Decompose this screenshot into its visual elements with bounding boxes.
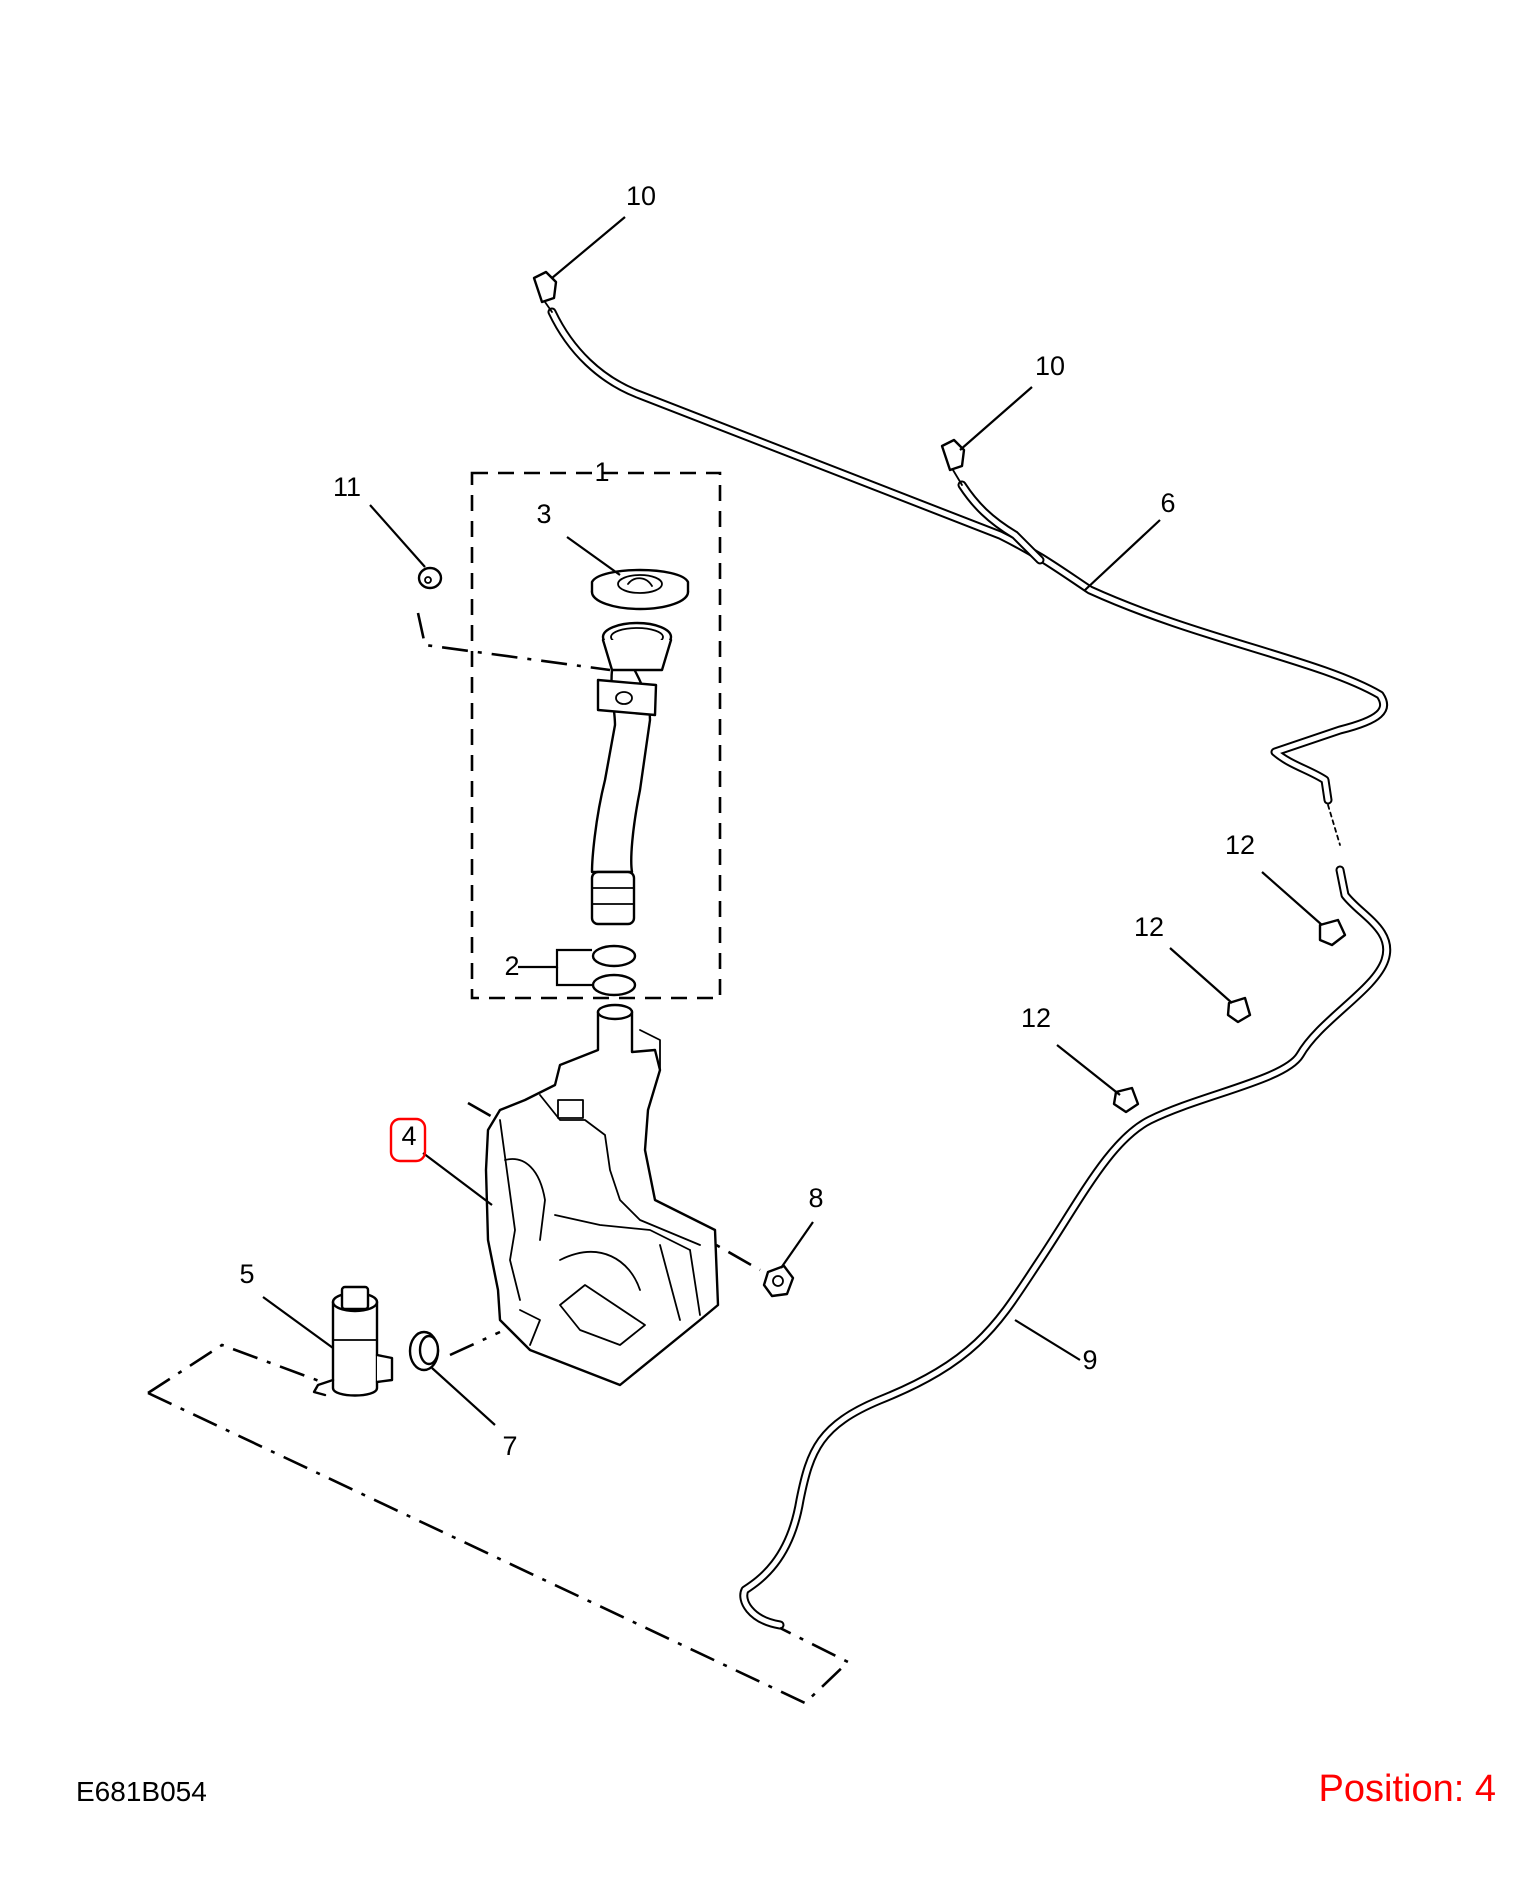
reference-line-pump bbox=[147, 1343, 331, 1395]
o-rings bbox=[591, 944, 637, 997]
callout-5: 5 bbox=[239, 1259, 254, 1289]
reference-line-grommet bbox=[449, 1330, 501, 1357]
washer-jet-upper bbox=[532, 270, 558, 313]
callout-3: 3 bbox=[536, 499, 551, 529]
callout-4: 4 bbox=[401, 1121, 416, 1151]
leader-lines bbox=[262, 216, 1323, 1426]
hose-clip-middle bbox=[1226, 996, 1252, 1024]
hose-clip-upper bbox=[1318, 918, 1347, 947]
grommet-7 bbox=[408, 1330, 440, 1372]
reference-line-bracket bbox=[416, 612, 611, 672]
highlight-ring-4 bbox=[389, 1117, 427, 1163]
hose-6 bbox=[547, 307, 1389, 846]
washer-reservoir bbox=[484, 1003, 720, 1387]
callout-12-middle: 12 bbox=[1134, 912, 1164, 942]
clip-11 bbox=[417, 566, 443, 590]
callout-12-upper: 12 bbox=[1225, 830, 1255, 860]
callout-11: 11 bbox=[333, 472, 361, 502]
position-label: Position: 4 bbox=[1318, 1768, 1496, 1810]
hose-9 bbox=[739, 865, 1392, 1630]
callout-10-lower: 10 bbox=[1035, 351, 1065, 381]
bolt-8 bbox=[762, 1264, 795, 1298]
hose-clip-lower bbox=[1112, 1086, 1140, 1114]
filler-neck-assembly-box bbox=[470, 471, 722, 1000]
callout-7: 7 bbox=[502, 1431, 517, 1461]
callout-9: 9 bbox=[1082, 1345, 1097, 1375]
washer-jet-lower bbox=[940, 438, 966, 486]
diagram-id-label: E681B054 bbox=[76, 1776, 207, 1807]
callout-1: 1 bbox=[594, 457, 609, 487]
filler-cap bbox=[590, 568, 690, 611]
callout-10-upper: 10 bbox=[626, 181, 656, 211]
callout-2: 2 bbox=[504, 951, 519, 981]
callout-12-lower: 12 bbox=[1021, 1003, 1051, 1033]
callout-6: 6 bbox=[1160, 488, 1175, 518]
filler-neck-tube bbox=[590, 621, 673, 926]
washer-pump bbox=[312, 1285, 394, 1397]
reference-line-bottom bbox=[147, 1391, 851, 1705]
callout-8: 8 bbox=[808, 1183, 823, 1213]
